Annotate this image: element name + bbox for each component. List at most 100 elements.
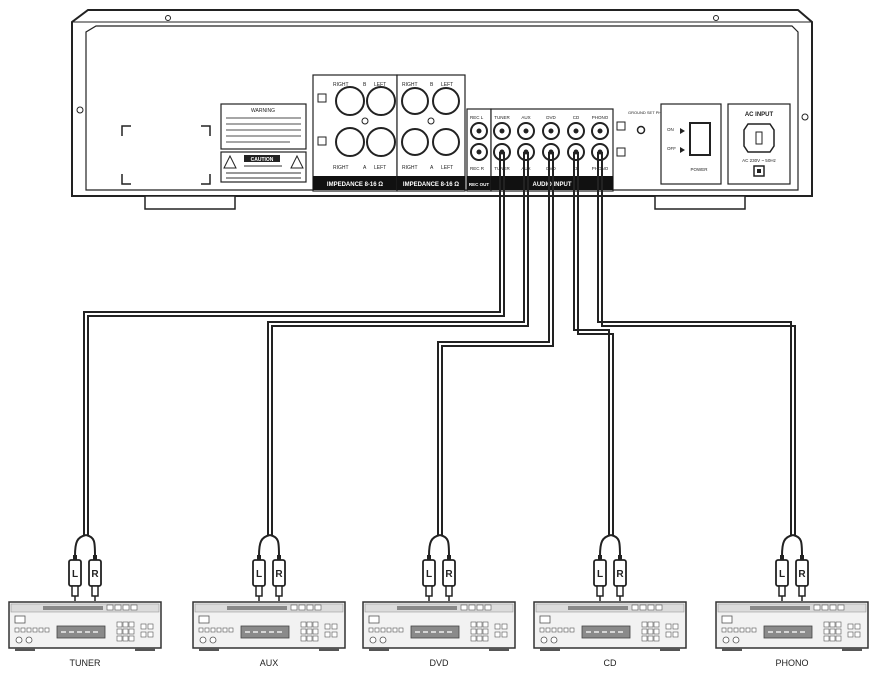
rca-plug-r-icon: R [272,555,286,601]
power-label: POWER [690,167,708,172]
amplifier-rear-panel: WARNING CAUTION RIGHT B LEFT [71,9,813,210]
caution-label: CAUTION [220,151,307,183]
foot [144,195,236,210]
device-tuner [8,601,162,651]
rca-plug-r-icon: R [795,555,809,601]
speaker-b-label: B [363,82,367,88]
cable-split-tuner [74,534,96,557]
cable-tuner-b [87,152,505,535]
input-label-phono: PHONO [592,115,609,120]
rca-jack-pin [523,128,529,134]
cable-split-cd [599,534,621,557]
rca-jack-pin [548,128,554,134]
rca-plug-l-icon: L [252,555,266,601]
cable-dvd-b [441,152,554,535]
device-label-phono: PHONO [775,658,808,668]
rca-jack-pin [597,128,603,134]
rca-plug-l-icon: L [68,555,82,601]
power-switch: ON OFF POWER [660,103,722,185]
speaker-left-label-bottom: LEFT [441,165,453,171]
rca-plug-l-icon: L [422,555,436,601]
speaker-left-label-bottom: LEFT [374,165,386,171]
rca-plug-l-icon: L [775,555,789,601]
input-label-phono-bottom: PHONO [592,166,609,171]
device-phono [715,601,869,651]
rec-out-jacks: REC L REC R REC OUT [466,108,492,192]
speaker-a-label: A [430,165,434,171]
speaker-right-label: RIGHT [402,82,418,88]
rca-plug-r-icon: R [88,555,102,601]
screw-icon [165,15,171,21]
ground-terminal: GROUND SET PHONO [628,110,670,135]
cable-dvd [437,152,550,535]
speaker-b-label: B [430,82,434,88]
impedance-label: IMPEDANCE 8-16 Ω [403,182,459,188]
rca-plug-r-icon: R [613,555,627,601]
rca-jack-pin [499,128,505,134]
warning-title: WARNING [251,108,275,114]
screw-icon [76,106,84,114]
plug-r-label: R [445,569,453,580]
speaker-right-label-bottom: RIGHT [402,165,418,171]
device-dvd [362,601,516,651]
ac-input-spec: AC 230V ~ 50Hz [742,158,776,163]
ac-input-title: AC INPUT [745,112,774,118]
cable-phono [597,152,792,535]
vent-area [121,125,211,185]
foot [654,195,746,210]
device-label-tuner: TUNER [70,658,101,668]
plug-l-label: L [426,569,432,580]
speaker-a-label: A [363,165,367,171]
device-label-aux: AUX [260,658,279,668]
screw-icon [713,15,719,21]
power-off-label: OFF [667,146,676,151]
impedance-label: IMPEDANCE 8-16 Ω [327,182,383,188]
input-label-aux-bottom: AUX [521,166,530,171]
input-label-cd: CD [573,115,580,120]
speaker-right-label-bottom: RIGHT [333,165,349,171]
ground-label: GROUND SET PHONO [628,110,670,115]
rca-plug-l-icon: L [593,555,607,601]
cable-aux [267,152,525,535]
input-label-tuner-bottom: TUNER [494,166,510,171]
cable-phono-b [601,152,796,535]
plug-l-label: L [72,569,78,580]
speaker-left-label: LEFT [441,82,453,88]
cable-cd-b [577,152,614,535]
warning-label: WARNING [220,103,307,150]
cable-split-dvd [428,534,450,557]
ac-input-socket: AC INPUT AC 230V ~ 50Hz [727,103,791,185]
rec-out-l-label: REC L [470,115,484,120]
input-label-tuner: TUNER [494,115,510,120]
input-label-cd-bottom: CD [573,166,580,171]
caution-title: CAUTION [251,157,274,163]
cable-cd [573,152,610,535]
cable-tuner [83,152,501,535]
rec-out-label: REC OUT [469,182,490,187]
cables [74,152,803,557]
plug-r-label: R [275,569,283,580]
cable-aux-b [271,152,529,535]
rec-out-r-label: REC R [470,166,485,171]
plug-r-label: R [91,569,99,580]
input-label-aux: AUX [521,115,530,120]
speaker-right-label: RIGHT [333,82,349,88]
plug-l-label: L [597,569,603,580]
speaker-terminals-b: RIGHT B LEFT RIGHT A LEFT IMPEDANCE 8-16… [312,74,398,192]
rca-jack-pin [573,128,579,134]
power-on-label: ON [667,127,674,132]
device-aux [192,601,346,651]
input-label-dvd: DVD [546,115,556,120]
cable-split-aux [258,534,280,557]
device-label-dvd: DVD [429,658,449,668]
screw-icon [801,113,809,121]
rca-plug-r-icon: R [442,555,456,601]
speaker-left-label: LEFT [374,82,386,88]
plug-r-label: R [616,569,624,580]
device-label-cd: CD [604,658,617,668]
plug-r-label: R [798,569,806,580]
input-label-dvd-bottom: DVD [546,166,556,171]
